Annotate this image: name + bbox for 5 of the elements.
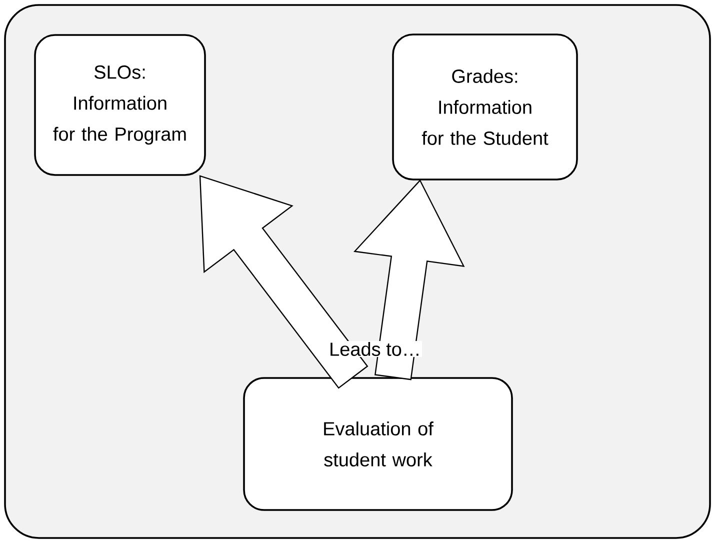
edge-label: Leads to… <box>328 341 422 357</box>
arrow <box>353 179 465 380</box>
process-box: SLOs: Information for the Program <box>34 34 206 176</box>
process-box: Evaluation of student work <box>243 377 513 511</box>
process-box: Grades: Information for the Student <box>392 34 578 180</box>
